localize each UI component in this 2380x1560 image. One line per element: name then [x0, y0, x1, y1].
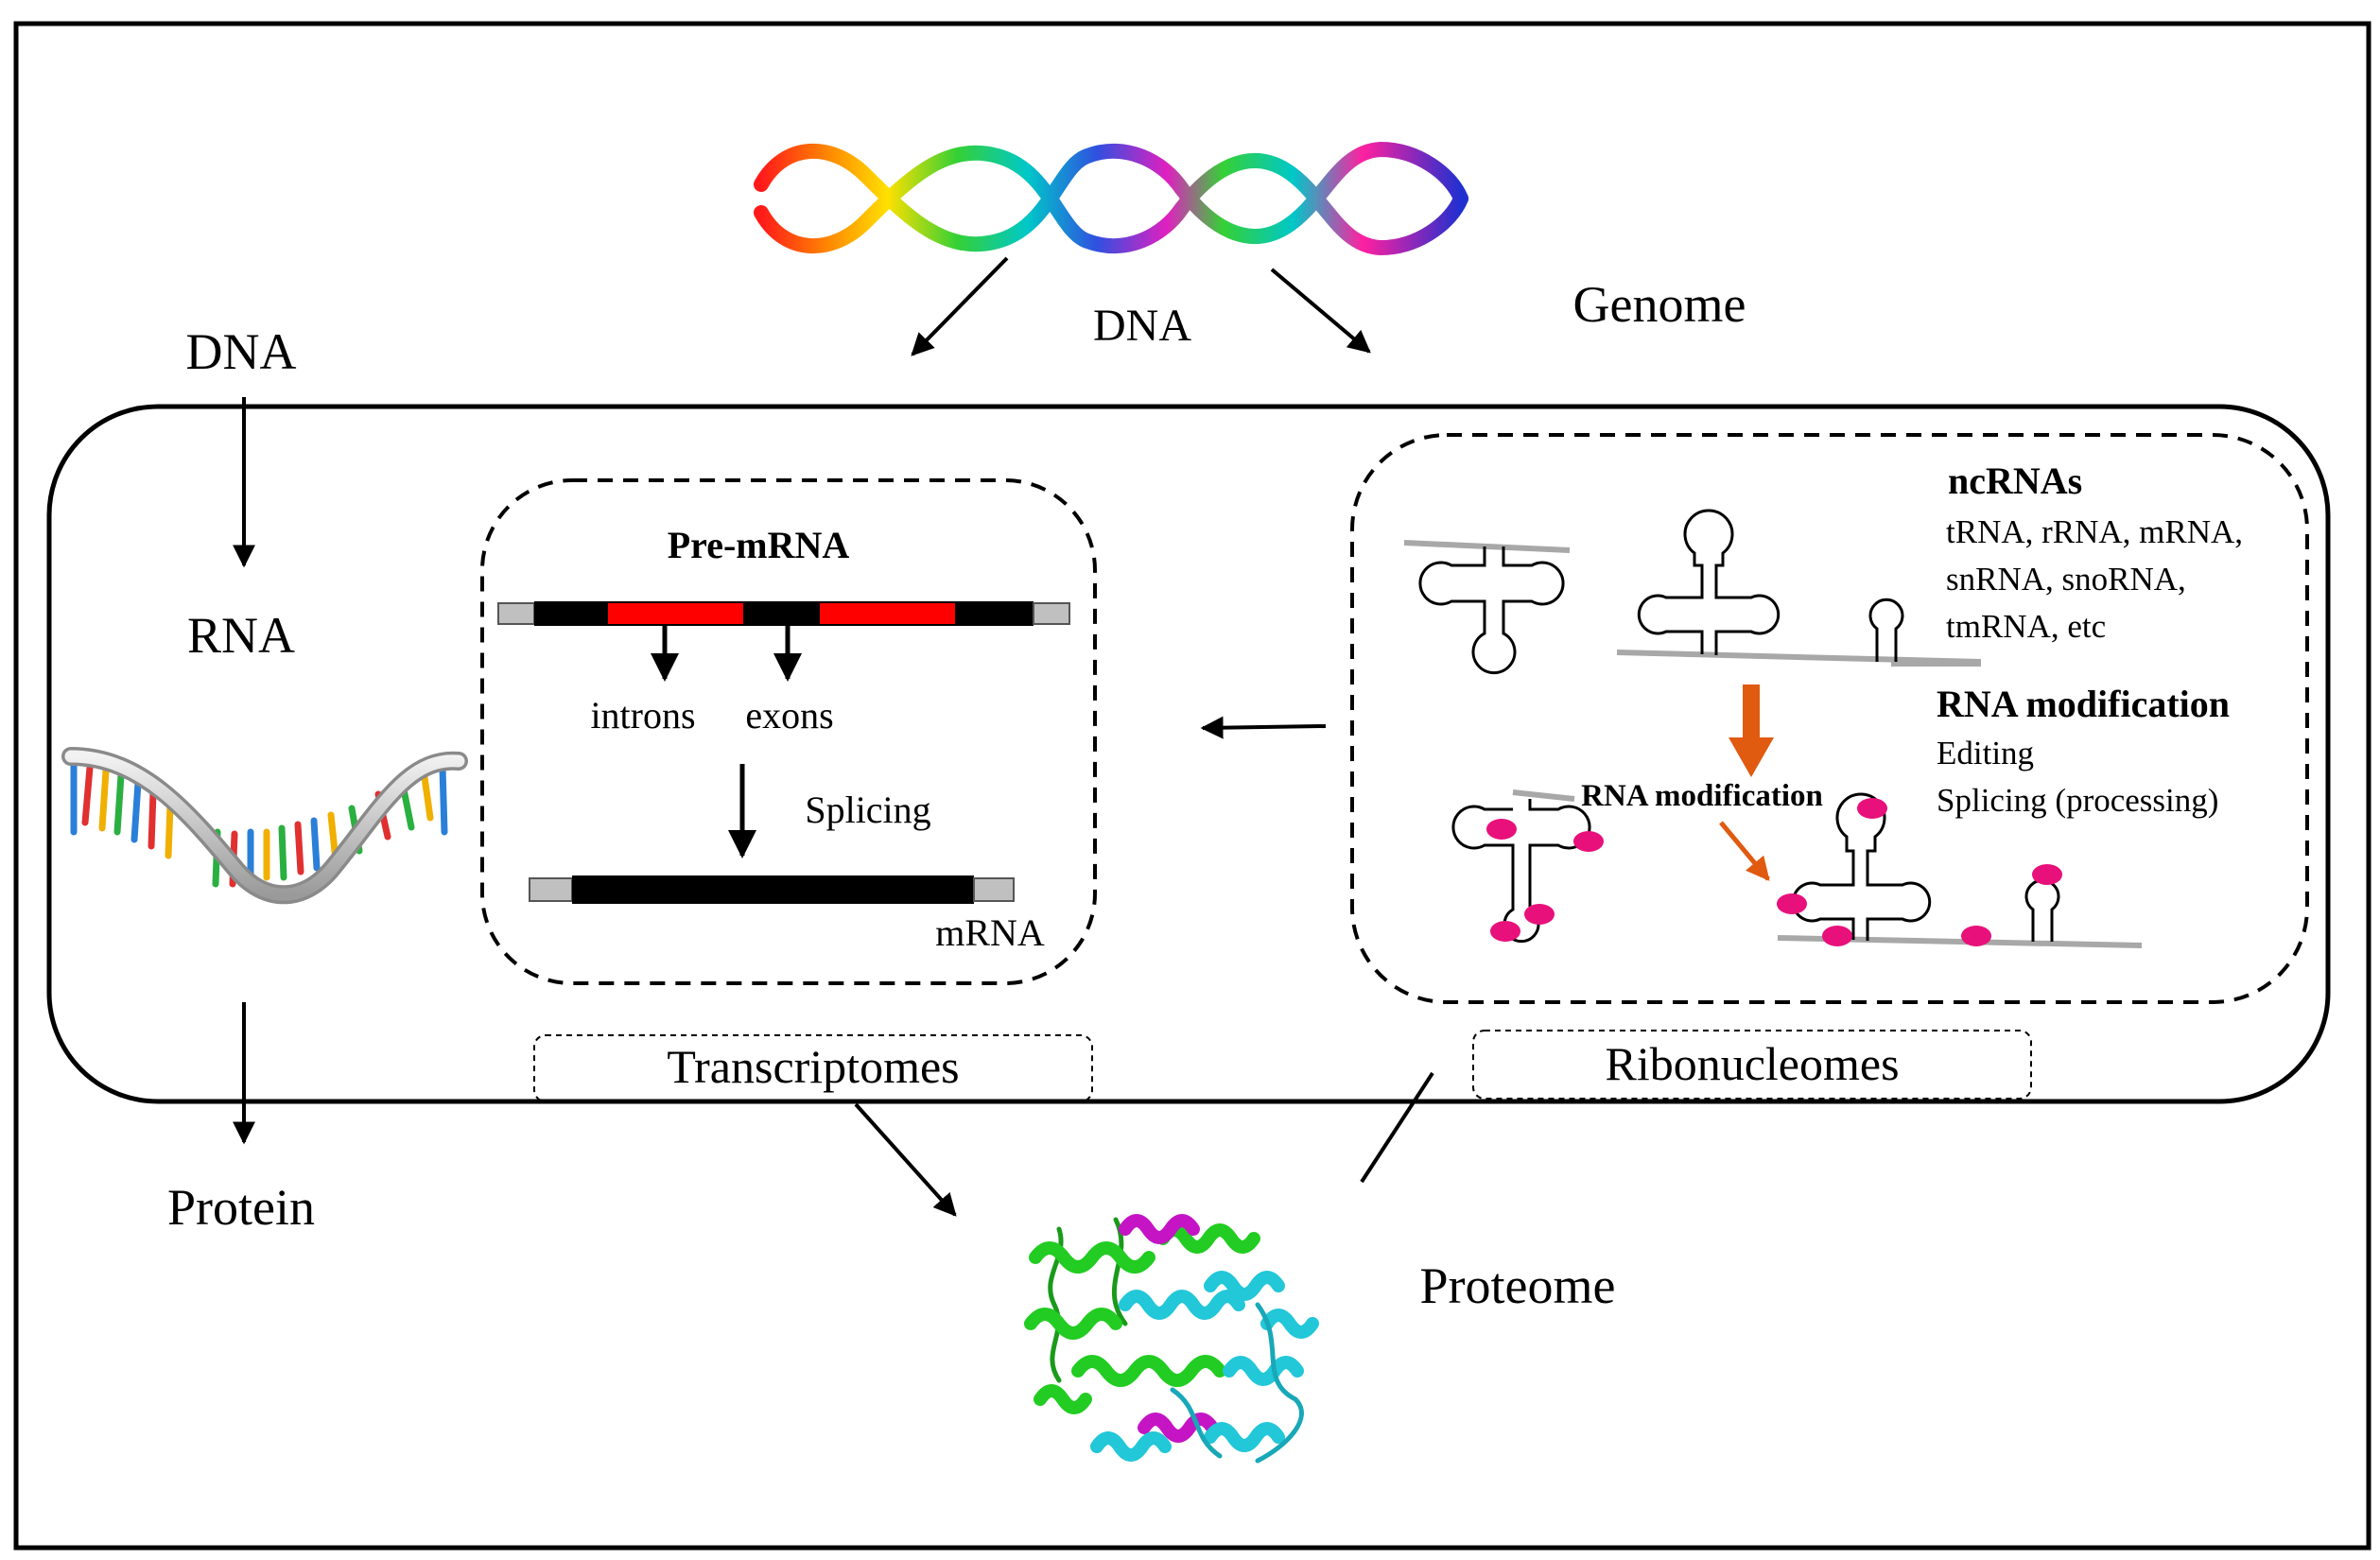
- genome-label: Genome: [1573, 276, 1746, 333]
- modified-trna-icon: [1451, 789, 1604, 944]
- line-ribonucleome-to-proteome: [1360, 1071, 1434, 1184]
- orange-diagonal-arrow: [1719, 821, 1770, 881]
- proteome-label: Proteome: [1420, 1257, 1616, 1314]
- transcriptomes-label: Transcriptomes: [667, 1040, 959, 1093]
- rna-modification-arrow-label: RNA modification: [1581, 779, 1823, 813]
- splicing-label: Splicing: [805, 789, 930, 831]
- dna-center-label: DNA: [1093, 301, 1191, 351]
- transcriptomes-box: [533, 1034, 1093, 1102]
- arrow-dna-to-ribonucleome: [1270, 268, 1371, 354]
- outer-frame: [13, 21, 2371, 1551]
- modified-rrna-icon: [1777, 792, 2143, 948]
- pre-mrna-title: Pre-mRNA: [668, 524, 850, 566]
- ribonucleomes-label: Ribonucleomes: [1605, 1037, 1899, 1090]
- rna-strand-icon: [61, 747, 468, 905]
- orange-down-arrow: [1729, 685, 1774, 777]
- central-rna-label: RNA: [187, 607, 295, 664]
- stem-loop-icon: [1868, 598, 1981, 667]
- ncrnas-list-line2: snRNA, snoRNA,: [1946, 561, 2186, 598]
- protein-structure-icon: [1024, 1214, 1319, 1464]
- ncrnas-list-line1: tRNA, rRNA, mRNA,: [1946, 513, 2243, 550]
- central-dna-label: DNA: [186, 323, 297, 380]
- mature-mrna-strand: [529, 875, 1015, 904]
- exons-label: exons: [745, 694, 833, 737]
- ribonucleomes-box: [1472, 1030, 2032, 1100]
- ribonucleome-panel: [1350, 433, 2309, 1004]
- ncrnas-list-line3: tmRNA, etc: [1946, 608, 2106, 645]
- central-protein-label: Protein: [167, 1179, 315, 1236]
- arrow-dna-to-transcriptome: [911, 256, 1009, 356]
- arrow-ribonucleome-to-transcriptome: [1200, 716, 1327, 739]
- splicing-processing-label: Splicing (processing): [1937, 782, 2218, 819]
- arrow-transcriptome-to-proteome: [854, 1102, 957, 1217]
- mrna-label: mRNA: [935, 911, 1045, 954]
- trna-structure-icon: [1403, 540, 1571, 675]
- ncrnas-title: ncRNAs: [1948, 459, 2082, 502]
- rna-modification-title: RNA modification: [1937, 683, 2230, 725]
- transcriptome-panel: [480, 478, 1097, 985]
- editing-label: Editing: [1937, 735, 2034, 771]
- pre-mrna-strand: [497, 601, 1070, 626]
- dna-helix-icon: [754, 141, 1468, 256]
- cell-boundary: [46, 404, 2331, 1104]
- rrna-structure-icon: [1616, 509, 1982, 665]
- introns-label: introns: [590, 694, 695, 737]
